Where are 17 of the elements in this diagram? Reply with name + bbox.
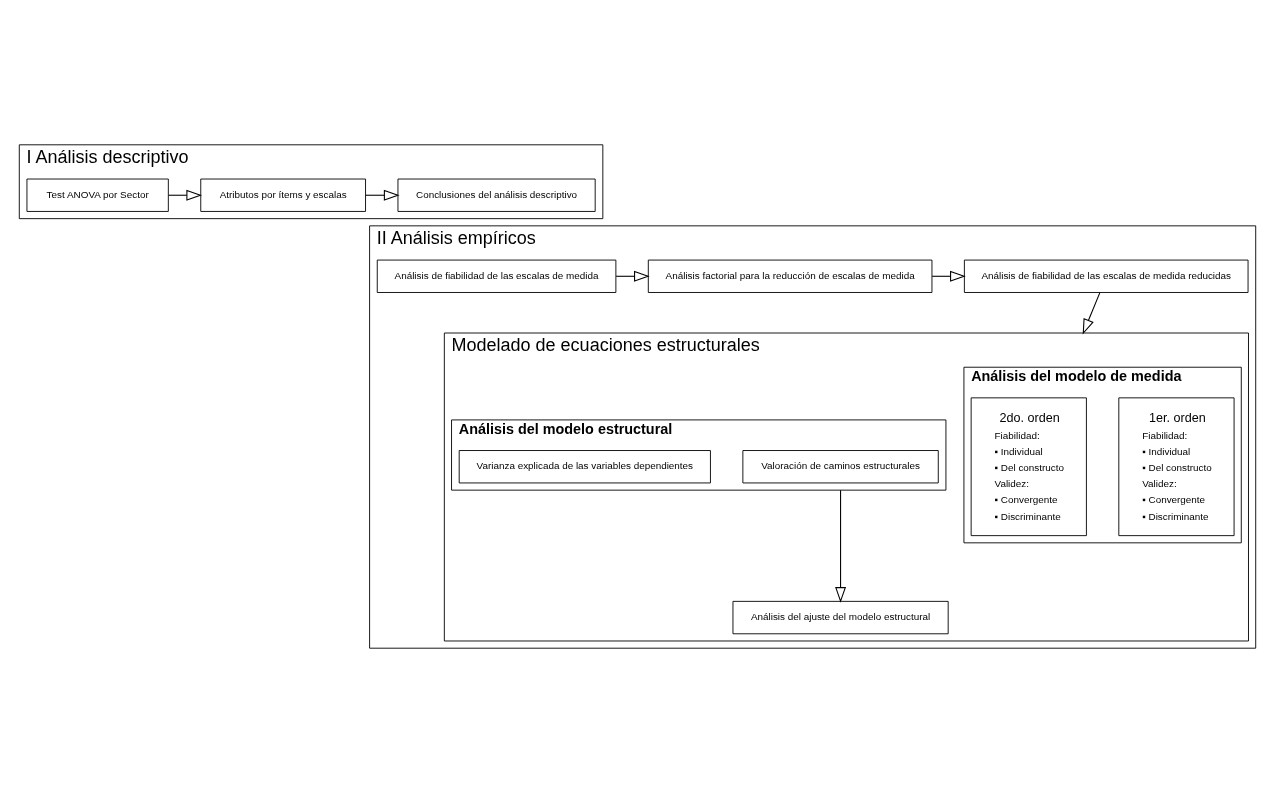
- node-box: 1er. orden Fiabilidad: ▪ Individual ▪ Del constructo Validez: ▪ Convergente ▪ Discriminante: [1118, 396, 1235, 536]
- arrow: [615, 270, 650, 282]
- arrow: [835, 489, 847, 603]
- node-box: Análisis factorial para la reducción de escalas de medida: [647, 259, 933, 293]
- node-box: Conclusiones del análisis descriptivo: [397, 178, 596, 212]
- node-box: 2do. orden Fiabilidad: ▪ Individual ▪ Del constructo Validez: ▪ Convergente ▪ Discriminante: [970, 396, 1087, 536]
- node-box: Análisis del ajuste del modelo estructural: [732, 600, 949, 634]
- node-box: Análisis de fiabilidad de las escalas de medida reducidas: [963, 259, 1249, 293]
- node-box: Valoración de caminos estructurales: [742, 449, 939, 483]
- node-box: Test ANOVA por Sector: [26, 178, 169, 212]
- arrow: [365, 189, 400, 201]
- arrow: [168, 189, 203, 201]
- arrow: [931, 270, 966, 282]
- arrow: [1082, 291, 1101, 335]
- node-box: Análisis de fiabilidad de las escalas de medida: [376, 259, 617, 293]
- node-box: Varianza explicada de las variables dependientes: [458, 449, 711, 483]
- node-box: Atributos por ítems y escalas: [200, 178, 366, 212]
